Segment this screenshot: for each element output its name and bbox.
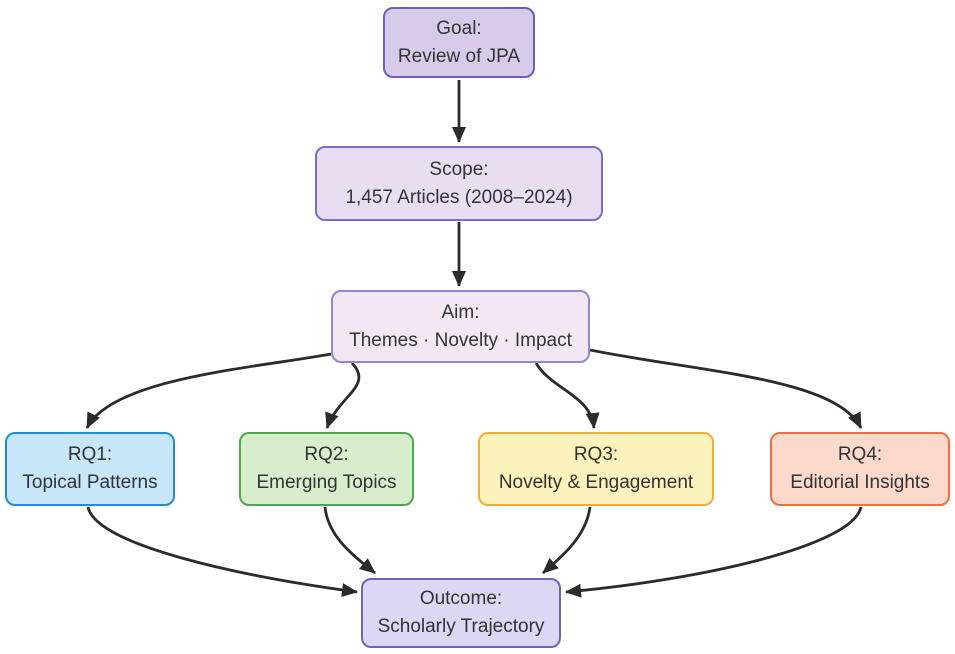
edge-aim-rq4 <box>589 348 863 429</box>
edge-rq3-outcome <box>542 506 592 575</box>
node-aim-title: Aim: <box>441 301 480 323</box>
edge-rq4-outcome <box>565 506 863 598</box>
node-rq1-subtitle: Topical Patterns <box>22 472 158 493</box>
node-rq2: RQ2: Emerging Topics <box>239 432 414 506</box>
edge-aim-rq1 <box>85 352 332 429</box>
node-rq4: RQ4: Editorial Insights <box>770 432 950 506</box>
node-rq4-title: RQ4: <box>837 444 883 465</box>
node-rq2-title: RQ2: <box>304 444 349 465</box>
node-rq4-subtitle: Editorial Insights <box>790 472 930 493</box>
node-aim-subtitle: Themes · Novelty · Impact <box>349 329 572 351</box>
edge-rq2-outcome <box>323 506 376 575</box>
edge-aim-rq3 <box>534 362 600 429</box>
edge-rq1-outcome <box>86 506 358 597</box>
node-rq3-title: RQ3: <box>573 444 619 465</box>
node-goal-title: Goal: <box>436 17 482 39</box>
node-scope: Scope: 1,457 Articles (2008–2024) <box>315 146 603 221</box>
node-outcome: Outcome: Scholarly Trajectory <box>361 578 561 648</box>
node-rq2-subtitle: Emerging Topics <box>256 472 397 493</box>
node-outcome-subtitle: Scholarly Trajectory <box>377 616 545 637</box>
node-aim: Aim: Themes · Novelty · Impact <box>331 290 590 363</box>
node-rq1: RQ1: Topical Patterns <box>5 432 175 506</box>
edge-aim-rq2 <box>325 362 361 429</box>
node-goal: Goal: Review of JPA <box>383 7 535 78</box>
node-scope-subtitle: 1,457 Articles (2008–2024) <box>345 186 573 208</box>
node-goal-subtitle: Review of JPA <box>397 45 521 67</box>
node-scope-title: Scope: <box>429 158 489 180</box>
node-outcome-title: Outcome: <box>419 588 503 609</box>
node-rq3-subtitle: Novelty & Engagement <box>498 472 694 493</box>
node-rq3: RQ3: Novelty & Engagement <box>478 432 714 506</box>
node-rq1-title: RQ1: <box>67 444 113 465</box>
